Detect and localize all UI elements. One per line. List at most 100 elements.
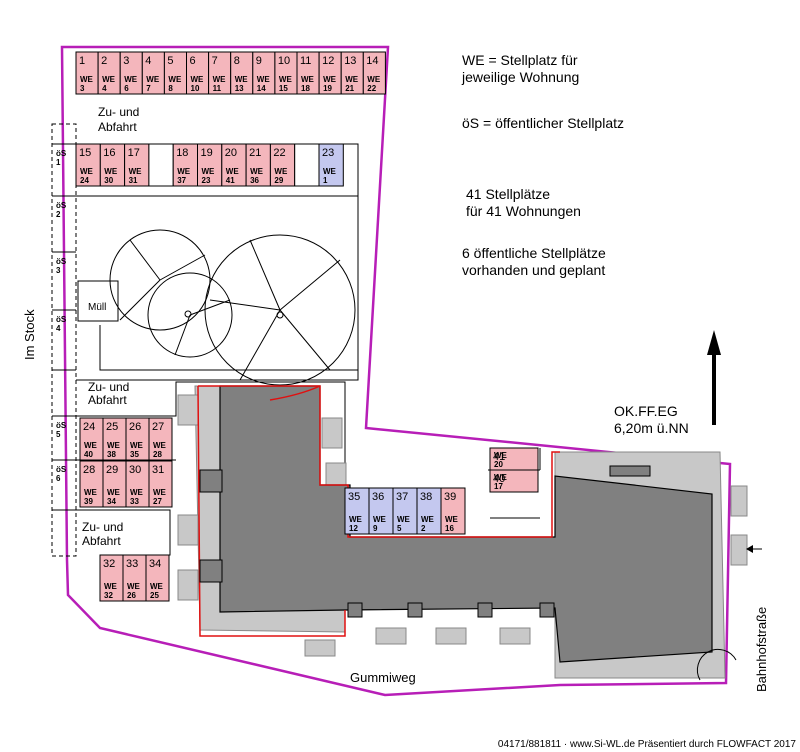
spot-number: 36 — [372, 491, 384, 503]
spot-we-label: WE — [146, 75, 160, 84]
parking-spot-box — [440, 487, 466, 535]
property-boundary — [60, 45, 732, 697]
tree-large — [204, 234, 356, 386]
spot-unit-number: 13 — [235, 84, 244, 93]
spot-unit-number: 21 — [345, 84, 354, 93]
spot-unit-number: 31 — [129, 176, 138, 185]
spot-we-label: WE — [127, 582, 141, 591]
label-zu-abfahrt-3: Zu- und — [82, 520, 123, 534]
spot-unit-number: 5 — [397, 524, 402, 533]
tree-small — [109, 229, 233, 358]
spot-we-label: WE — [445, 515, 459, 524]
spot-we-label: WE — [153, 441, 167, 450]
spot-unit-number: 11 — [213, 84, 222, 93]
spot-we-label: WE — [102, 75, 116, 84]
legend-os-line: öS = öffentlicher Stellplatz — [462, 115, 625, 131]
spot-number: 7 — [212, 55, 218, 67]
spot-number: 18 — [176, 147, 188, 159]
spot-unit-number: 29 — [274, 176, 283, 185]
spot-unit-number: 23 — [202, 176, 211, 185]
spot-number: 17 — [128, 147, 140, 159]
parking-spots: 1WE32WE43WE64WE75WE86WE107WE118WE139WE14… — [56, 51, 539, 602]
spot-number: 8 — [234, 55, 240, 67]
spot-we-label: WE — [202, 167, 216, 176]
public-spot-number: 2 — [56, 210, 61, 219]
parking-spot-box — [99, 143, 126, 187]
spot-number: 13 — [344, 55, 356, 67]
legend-public-line1: 6 öffentliche Stellplätze — [462, 245, 606, 261]
spot-we-label: WE — [84, 488, 98, 497]
spot-number: 31 — [152, 464, 164, 476]
spot-unit-number: 28 — [153, 450, 162, 459]
spot-we-label: WE — [80, 75, 94, 84]
spot-unit-number: 39 — [84, 497, 93, 506]
legend-public: 6 öffentliche Stellplätze vorhanden und … — [462, 245, 606, 279]
spot-we-label: WE — [323, 75, 337, 84]
spot-number: 40 — [493, 473, 505, 485]
spot-we-label: WE — [104, 582, 118, 591]
spot-unit-number: 10 — [191, 84, 200, 93]
spot-unit-number: 27 — [153, 497, 162, 506]
spot-unit-number: 14 — [257, 84, 266, 93]
public-spot-os-label: öS — [56, 421, 67, 430]
spot-number: 3 — [123, 55, 129, 67]
parking-spot-box — [197, 143, 223, 187]
spot-we-label: WE — [107, 441, 121, 450]
label-zu-abfahrt-2: Zu- und — [88, 380, 129, 394]
spot-number: 6 — [190, 55, 196, 67]
spot-unit-number: 24 — [80, 176, 89, 185]
spot-we-label: WE — [124, 75, 138, 84]
public-spot-2: öS2 — [56, 201, 67, 219]
public-spot-1: öS1 — [56, 149, 67, 167]
spot-number: 38 — [420, 491, 432, 503]
spot-unit-number: 30 — [104, 176, 113, 185]
spot-unit-number: 38 — [107, 450, 116, 459]
parking-spot-box — [416, 487, 442, 535]
spot-we-label: WE — [177, 167, 191, 176]
legend-we-line2: jeweilige Wohnung — [462, 69, 580, 85]
spot-number: 2 — [101, 55, 107, 67]
spot-unit-number: 1 — [323, 176, 328, 185]
spot-we-label: WE — [104, 167, 118, 176]
public-spot-os-label: öS — [56, 257, 67, 266]
spot-we-label: WE — [226, 167, 240, 176]
spot-unit-number: 26 — [127, 591, 136, 600]
spot-we-label: WE — [494, 473, 508, 482]
spot-unit-number: 41 — [226, 176, 235, 185]
spot-unit-number: 35 — [130, 450, 139, 459]
public-spot-6: öS6 — [56, 465, 67, 483]
spot-number: 4 — [145, 55, 151, 67]
spot-we-label: WE — [153, 488, 167, 497]
spot-number: 15 — [79, 147, 91, 159]
public-spot-5: öS5 — [56, 421, 67, 439]
public-spot-number: 1 — [56, 158, 61, 167]
spot-we-label: WE — [130, 441, 144, 450]
public-spot-number: 4 — [56, 324, 61, 333]
spot-we-label: WE — [80, 167, 94, 176]
label-zu-abfahrt-1b: Abfahrt — [98, 120, 137, 134]
spot-unit-number: 2 — [421, 524, 426, 533]
spot-number: 14 — [366, 55, 378, 67]
north-arrow-icon — [707, 330, 721, 425]
parking-spot-box — [148, 460, 173, 508]
building — [197, 385, 737, 681]
spot-we-label: WE — [323, 167, 337, 176]
spot-number: 30 — [129, 464, 141, 476]
